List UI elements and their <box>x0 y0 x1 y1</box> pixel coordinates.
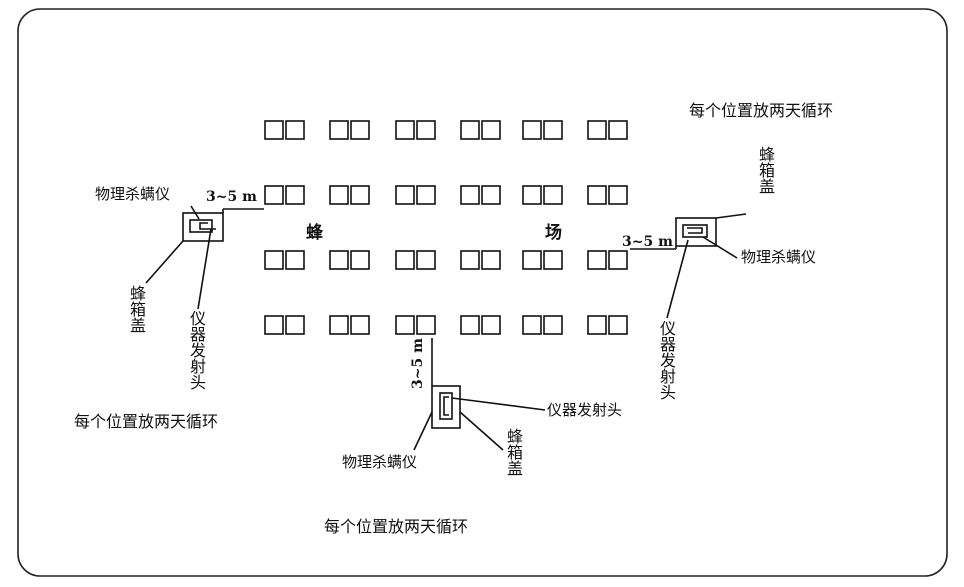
beehive-box <box>587 315 607 335</box>
beehive-box <box>329 315 349 335</box>
beehive-box <box>350 185 370 205</box>
bottom-hive-cover <box>431 385 461 429</box>
left-device-label: 物理杀螨仪 <box>95 185 171 203</box>
beehive-box <box>329 120 349 140</box>
right-cycle-label: 每个位置放两天循环 <box>689 101 834 120</box>
beehive-box <box>522 250 542 270</box>
beehive-box <box>587 120 607 140</box>
beehive-box <box>460 120 480 140</box>
beehive-box <box>350 250 370 270</box>
left-cycle-label: 每个位置放两天循环 <box>74 412 219 431</box>
beehive-box <box>264 120 284 140</box>
beehive-box <box>350 120 370 140</box>
bottom-emitter-label: 仪器发射头 <box>547 401 623 419</box>
right-distance-label: 3~5 m <box>622 234 673 250</box>
beehive-box <box>481 185 501 205</box>
beehive-box <box>460 315 480 335</box>
beehive-box <box>285 120 305 140</box>
beehive-box <box>395 185 415 205</box>
left-hive-cover <box>182 212 224 242</box>
beehive-box <box>522 185 542 205</box>
beehive-box <box>416 120 436 140</box>
right-emitter-head <box>687 227 703 234</box>
beehive-box <box>285 185 305 205</box>
right-emitter-label: 仪器发射头 <box>657 320 676 400</box>
beehive-box <box>416 185 436 205</box>
bottom-emitter-leader <box>451 397 546 411</box>
left-mite-killer <box>189 219 213 233</box>
left-device-leader <box>190 205 200 220</box>
beehive-box <box>587 185 607 205</box>
right-device-assembly <box>630 213 747 319</box>
left-emitter-label: 仪器发射头 <box>187 310 206 390</box>
beehive-box <box>543 120 563 140</box>
bottom-mite-killer <box>439 392 453 420</box>
right-mite-killer <box>682 224 708 238</box>
beehive-box <box>608 250 628 270</box>
left-cover-leader <box>145 240 184 284</box>
beehive-box <box>416 250 436 270</box>
beehive-box <box>481 315 501 335</box>
apiary-word-field: 场 <box>545 223 562 243</box>
beehive-box <box>481 120 501 140</box>
beehive-box <box>329 185 349 205</box>
beehive-box <box>587 250 607 270</box>
bottom-hive-cover-label: 蜂箱盖 <box>504 428 523 476</box>
beehive-box <box>285 315 305 335</box>
beehive-box <box>264 250 284 270</box>
right-cover-leader <box>715 213 747 219</box>
left-hive-cover-label: 蜂箱盖 <box>127 285 146 333</box>
beehive-box <box>608 315 628 335</box>
beehive-box <box>522 315 542 335</box>
beehive-box <box>264 315 284 335</box>
right-device-leader <box>702 236 738 259</box>
left-emitter-head <box>199 222 216 230</box>
beehive-box <box>285 250 305 270</box>
beehive-box <box>350 315 370 335</box>
beehive-box <box>543 315 563 335</box>
beehive-box <box>416 315 436 335</box>
beehive-box <box>543 185 563 205</box>
beehive-box <box>608 185 628 205</box>
beehive-box <box>395 315 415 335</box>
apiary-word-bee: 蜂 <box>306 223 323 243</box>
bottom-device-assembly <box>413 338 546 451</box>
left-emitter-leader <box>197 228 212 310</box>
beehive-box <box>608 120 628 140</box>
left-device-assembly <box>145 205 264 310</box>
beehive-box <box>460 250 480 270</box>
beehive-box <box>460 185 480 205</box>
beehive-box <box>395 120 415 140</box>
beehive-box <box>543 250 563 270</box>
right-hive-cover-label: 蜂箱盖 <box>756 146 775 194</box>
beehive-box <box>522 120 542 140</box>
bottom-distance-label: 3~5 m <box>410 338 426 389</box>
left-distance-label: 3~5 m <box>206 189 257 205</box>
right-emitter-leader <box>666 239 689 319</box>
beehive-box <box>264 185 284 205</box>
right-device-label: 物理杀螨仪 <box>741 248 817 266</box>
beehive-box <box>329 250 349 270</box>
beehive-box <box>481 250 501 270</box>
hive-grid <box>264 120 628 335</box>
bottom-device-leader <box>413 411 433 451</box>
bottom-cover-leader <box>459 411 504 451</box>
beehive-box <box>395 250 415 270</box>
bottom-device-label: 物理杀螨仪 <box>342 453 418 471</box>
bottom-cycle-label: 每个位置放两天循环 <box>324 517 469 536</box>
outer-frame <box>17 8 948 577</box>
right-hive-cover <box>675 217 717 247</box>
bottom-emitter-head <box>443 396 449 416</box>
